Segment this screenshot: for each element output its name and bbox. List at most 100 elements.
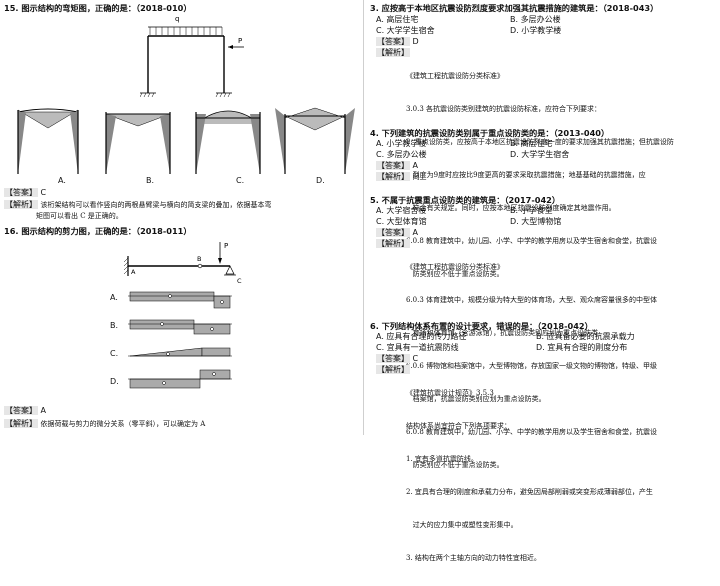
- analysis-line: 符合有关规定。同时，应按本地区抗震设防烈度确定其地震作用。: [406, 204, 616, 212]
- analysis-tag: 【解析】: [376, 48, 410, 57]
- analysis-line: 6.0.3 体育建筑中，规模分级为特大型的体育场，大型、观众席容量很多的中型体: [406, 296, 658, 304]
- option-c: C. 大型体育馆: [376, 217, 427, 226]
- option-d: D. 小学教学楼: [510, 26, 562, 35]
- answer-row: 【答案】 C: [4, 188, 47, 197]
- option-d: D. 宜具有合理的刚度分布: [536, 343, 628, 352]
- answer-tag: 【答案】: [376, 354, 410, 363]
- analysis-tag-row: 【解析】: [376, 239, 410, 248]
- analysis-tag: 【解析】: [376, 365, 410, 374]
- load-p-label: P: [224, 242, 228, 250]
- answer-tag: 【答案】: [376, 161, 410, 170]
- analysis-line: 烈度为9度时应按比9度更高的要求采取抗震措施；地基基础的抗震措施，应: [406, 171, 646, 179]
- answer-row: 【答案】 A: [4, 406, 47, 415]
- answer-tag: 【答案】: [376, 37, 410, 46]
- option-c-label: C.: [236, 176, 245, 185]
- option-b-diagram: [105, 112, 171, 174]
- analysis-line: 2. 宜具有合理的刚度和承载力分布，避免因局部削弱或突变形成薄弱部位，产生: [406, 488, 653, 496]
- option-b: B. 应具备必要的抗震承载力: [536, 332, 635, 341]
- analysis-line: 3. 结构在两个主轴方向的动力特性宜相近。: [406, 554, 541, 562]
- answer-row: 【答案】 A: [376, 161, 419, 170]
- answer-value: D: [412, 37, 419, 46]
- analysis-line: 6.0.8 教育建筑中，幼儿园、小学、中学的教学用房以及学生宿舍和食堂，抗震设: [406, 428, 658, 436]
- option-d-diagram: [275, 107, 355, 174]
- analysis-line: 3.0.3 各抗震设防类别建筑的抗震设防标准，应符合下列要求：: [406, 105, 602, 113]
- option-d-diagram: [128, 369, 232, 389]
- answer-tag: 【答案】: [4, 406, 38, 415]
- option-a-label: A.: [110, 293, 118, 302]
- option-b-diagram: [128, 319, 232, 335]
- option-d: D. 大学学生宿舍: [510, 150, 570, 159]
- answer-tag: 【答案】: [4, 188, 38, 197]
- option-a: A. 应具有合理的传力路径: [376, 332, 467, 341]
- analysis-line: 过大的应力集中或塑性变形集中。: [406, 521, 518, 529]
- question-title: 4. 下列建筑的抗震设防类别属于重点设防类的是：（2013-040）: [370, 128, 610, 138]
- analysis-line: 2. 重点设防类，应按高于本地区抗震设防烈度一度的要求加强其抗震措施；但抗震设防: [406, 138, 674, 146]
- option-d-label: D.: [110, 377, 119, 386]
- answer-value: A: [40, 406, 47, 415]
- question-title: 6. 下列结构体系布置的设计要求，错误的是：（2018-042）: [370, 321, 593, 331]
- analysis-text-line-1: 该桁架结构可以看作竖向的两根悬臂梁与横向的简支梁的叠加，依据基本弯: [40, 201, 272, 209]
- analysis-line: 育场和体育馆（含游泳馆），抗震设防类别应划为重点设防类: [406, 329, 599, 337]
- answer-row: 【答案】 A: [376, 228, 419, 237]
- analysis-line: 1. 宜有多道抗震防线。: [406, 455, 478, 463]
- analysis-tag-row: 【解析】: [376, 48, 410, 57]
- analysis-tag: 【解析】: [4, 200, 38, 209]
- option-a-diagram: [17, 108, 79, 174]
- option-b-label: B.: [146, 176, 155, 185]
- analysis-row: 【解析】 该桁架结构可以看作竖向的两根悬臂梁与横向的简支梁的叠加，依据基本弯: [4, 200, 272, 209]
- analysis-tag: 【解析】: [376, 239, 410, 248]
- frame-figure: q P: [140, 15, 244, 98]
- answer-row: 【答案】 C: [376, 354, 418, 363]
- option-b-label: B.: [110, 321, 119, 330]
- point-a-label: A: [131, 268, 136, 276]
- question-title: 5. 不属于抗震重点设防类的建筑是：（2017-042）: [370, 195, 561, 205]
- option-a: A. 高层住宅: [376, 15, 419, 24]
- analysis-row: 【解析】 依据荷载与剪力的微分关系（零平斜），可以确定为 A: [4, 419, 206, 428]
- analysis-tag: 【解析】: [4, 419, 38, 428]
- analysis-line: 档案馆，抗震设防类别应划为重点设防类。: [406, 395, 546, 403]
- option-a-label: A.: [58, 176, 66, 185]
- analysis-line: 《建筑工程抗震设防分类标准》: [406, 72, 504, 80]
- analysis-line: 防类别应不低于重点设防类。: [406, 270, 504, 278]
- option-a: A. 大学宿舍楼: [376, 206, 427, 215]
- analysis-tag: 【解析】: [376, 172, 410, 181]
- analysis-text: 《建筑抗震设计规范》3.5.3 结构体系尚宜符合下列各项要求： 1. 宜有多道抗…: [406, 366, 653, 586]
- option-c-label: C.: [110, 349, 119, 358]
- option-d-label: D.: [316, 176, 325, 185]
- option-c-diagram: [128, 347, 232, 357]
- analysis-text: 《建筑工程抗震设防分类标准》 3.0.3 各抗震设防类别建筑的抗震设防标准，应符…: [406, 49, 674, 302]
- beam-figure: A B P C: [123, 242, 242, 285]
- answer-tag: 【答案】: [376, 228, 410, 237]
- analysis-line: 6.0.6 博物馆和档案馆中，大型博物馆，存放国家一级文物的博物馆，特级、甲级: [406, 362, 658, 370]
- analysis-row: 【解析】 同上: [376, 172, 427, 181]
- load-p-label: P: [238, 37, 242, 45]
- analysis-line: 《建筑工程抗震设防分类标准》: [406, 263, 504, 271]
- analysis-line: 6.0.8 教育建筑中，幼儿园、小学、中学的教学用房以及学生宿舍和食堂，抗震设: [406, 237, 658, 245]
- analysis-text: 依据荷载与剪力的微分关系（零平斜），可以确定为 A: [40, 420, 206, 428]
- option-c: C. 大学学生宿舍: [376, 26, 435, 35]
- analysis-line: 《建筑抗震设计规范》3.5.3: [406, 389, 494, 397]
- option-c-diagram: [195, 110, 261, 174]
- answer-value: A: [412, 228, 419, 237]
- load-q-label: q: [175, 15, 179, 23]
- analysis-text-line-2: 矩图可以看出 C 是正确的。: [36, 212, 123, 220]
- analysis-line: 结构体系尚宜符合下列各项要求：: [406, 422, 511, 430]
- option-c: C. 多层办公楼: [376, 150, 427, 159]
- column-divider: [363, 0, 364, 435]
- option-d: D. 大型博物馆: [510, 217, 562, 226]
- option-a: A. 小学教学楼: [376, 139, 427, 148]
- answer-row: 【答案】 D: [376, 37, 419, 46]
- option-b: B. 高层住宅: [510, 139, 553, 148]
- option-a-diagram: [128, 291, 232, 309]
- question-title: 15. 图示结构的弯矩图，正确的是：（2018-010）: [4, 3, 192, 13]
- option-b: B. 多层办公楼: [510, 15, 561, 24]
- answer-value: C: [40, 188, 47, 197]
- option-b: B. 小学食堂: [510, 206, 553, 215]
- analysis-tag-row: 【解析】: [376, 365, 410, 374]
- question-title: 16. 图示结构的剪力图，正确的是：（2018-011）: [4, 226, 192, 236]
- option-c: C. 宜具有一道抗震防线: [376, 343, 459, 352]
- analysis-text: 同上: [412, 173, 427, 181]
- point-c-label: C: [237, 277, 242, 285]
- answer-value: A: [412, 161, 419, 170]
- question-title: 3. 应按高于本地区抗震设防烈度要求加强其抗震措施的建筑是：（2018-043）: [370, 3, 659, 13]
